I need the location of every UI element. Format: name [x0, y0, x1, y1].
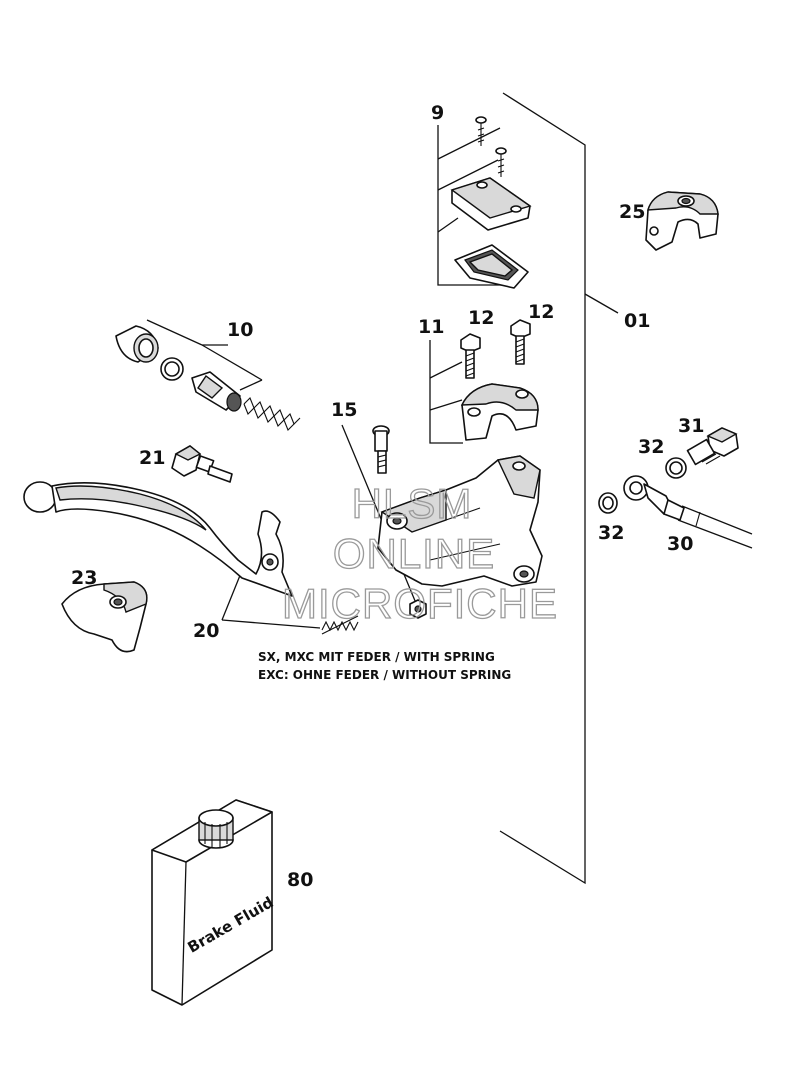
dust-boot	[115, 325, 159, 363]
callout-01: 01	[624, 310, 650, 332]
master-cylinder-body	[377, 455, 543, 587]
note-line-1: SX, MXC MIT FEDER / WITH SPRING	[258, 650, 495, 664]
brake-lever-group-20	[23, 481, 359, 635]
watermark-line-1: HLSM	[352, 480, 473, 527]
callout-10: 10	[227, 319, 253, 341]
callout-30: 30	[667, 533, 693, 555]
circlip	[160, 357, 184, 381]
callout-31: 31	[678, 415, 704, 437]
callout-32-lower: 32	[598, 522, 624, 544]
callout-9: 9	[431, 102, 444, 124]
watermark: HLSM ONLINE MICROFICHE	[281, 479, 558, 627]
banjo-bolt-31	[686, 427, 739, 466]
reservoir-cover-group-9	[437, 116, 532, 289]
piston	[191, 371, 242, 412]
note-line-2: EXC: OHNE FEDER / WITHOUT SPRING	[258, 668, 511, 682]
cover-screw	[495, 147, 507, 177]
pivot-nut	[409, 599, 427, 619]
assembly-bracket-01	[499, 92, 619, 885]
brake-lever	[23, 481, 293, 597]
callout-11: 11	[418, 316, 444, 338]
pivot-bolt-group-15	[341, 424, 427, 619]
bottle-cap	[198, 809, 234, 849]
watermark-line-3: MICROFICHE	[282, 580, 558, 627]
return-spring	[243, 397, 301, 431]
callout-labels: 01 9 10 11 12 12 15 20 21 23 25 30 31 32…	[71, 102, 704, 891]
reservoir-diaphragm	[454, 244, 529, 289]
sealing-washer-32-upper	[665, 457, 687, 479]
callout-25: 25	[619, 201, 645, 223]
callout-23: 23	[71, 567, 97, 589]
clamp-bolt	[460, 333, 481, 379]
sealing-washer-32-lower	[598, 492, 618, 514]
callout-15: 15	[331, 399, 357, 421]
clamp-bolts-group-11	[429, 319, 539, 444]
callout-32-upper: 32	[638, 436, 664, 458]
spring-notes: SX, MXC MIT FEDER / WITH SPRING EXC: OHN…	[258, 650, 511, 682]
callout-21: 21	[139, 447, 165, 469]
handlebar-clamp-25	[645, 191, 719, 251]
pivot-bolt	[372, 425, 390, 474]
lever-adjuster-21	[171, 445, 233, 483]
brake-fluid-bottle-80: Brake Fluid	[151, 799, 277, 1006]
clamp-half	[460, 383, 539, 441]
clamp-bolt	[510, 319, 531, 365]
callout-12-right: 12	[528, 301, 554, 323]
callout-12-left: 12	[468, 307, 494, 329]
watermark-line-2: ONLINE	[333, 530, 495, 577]
lever-guard-23	[61, 581, 148, 653]
hose-group	[598, 427, 753, 549]
reservoir-cap	[450, 177, 532, 231]
cover-screw	[475, 116, 487, 146]
callout-20: 20	[193, 620, 219, 642]
callout-80: 80	[287, 869, 313, 891]
lever-spring	[321, 615, 359, 635]
piston-kit-group-10	[115, 319, 301, 431]
brake-hose-30	[623, 475, 753, 549]
